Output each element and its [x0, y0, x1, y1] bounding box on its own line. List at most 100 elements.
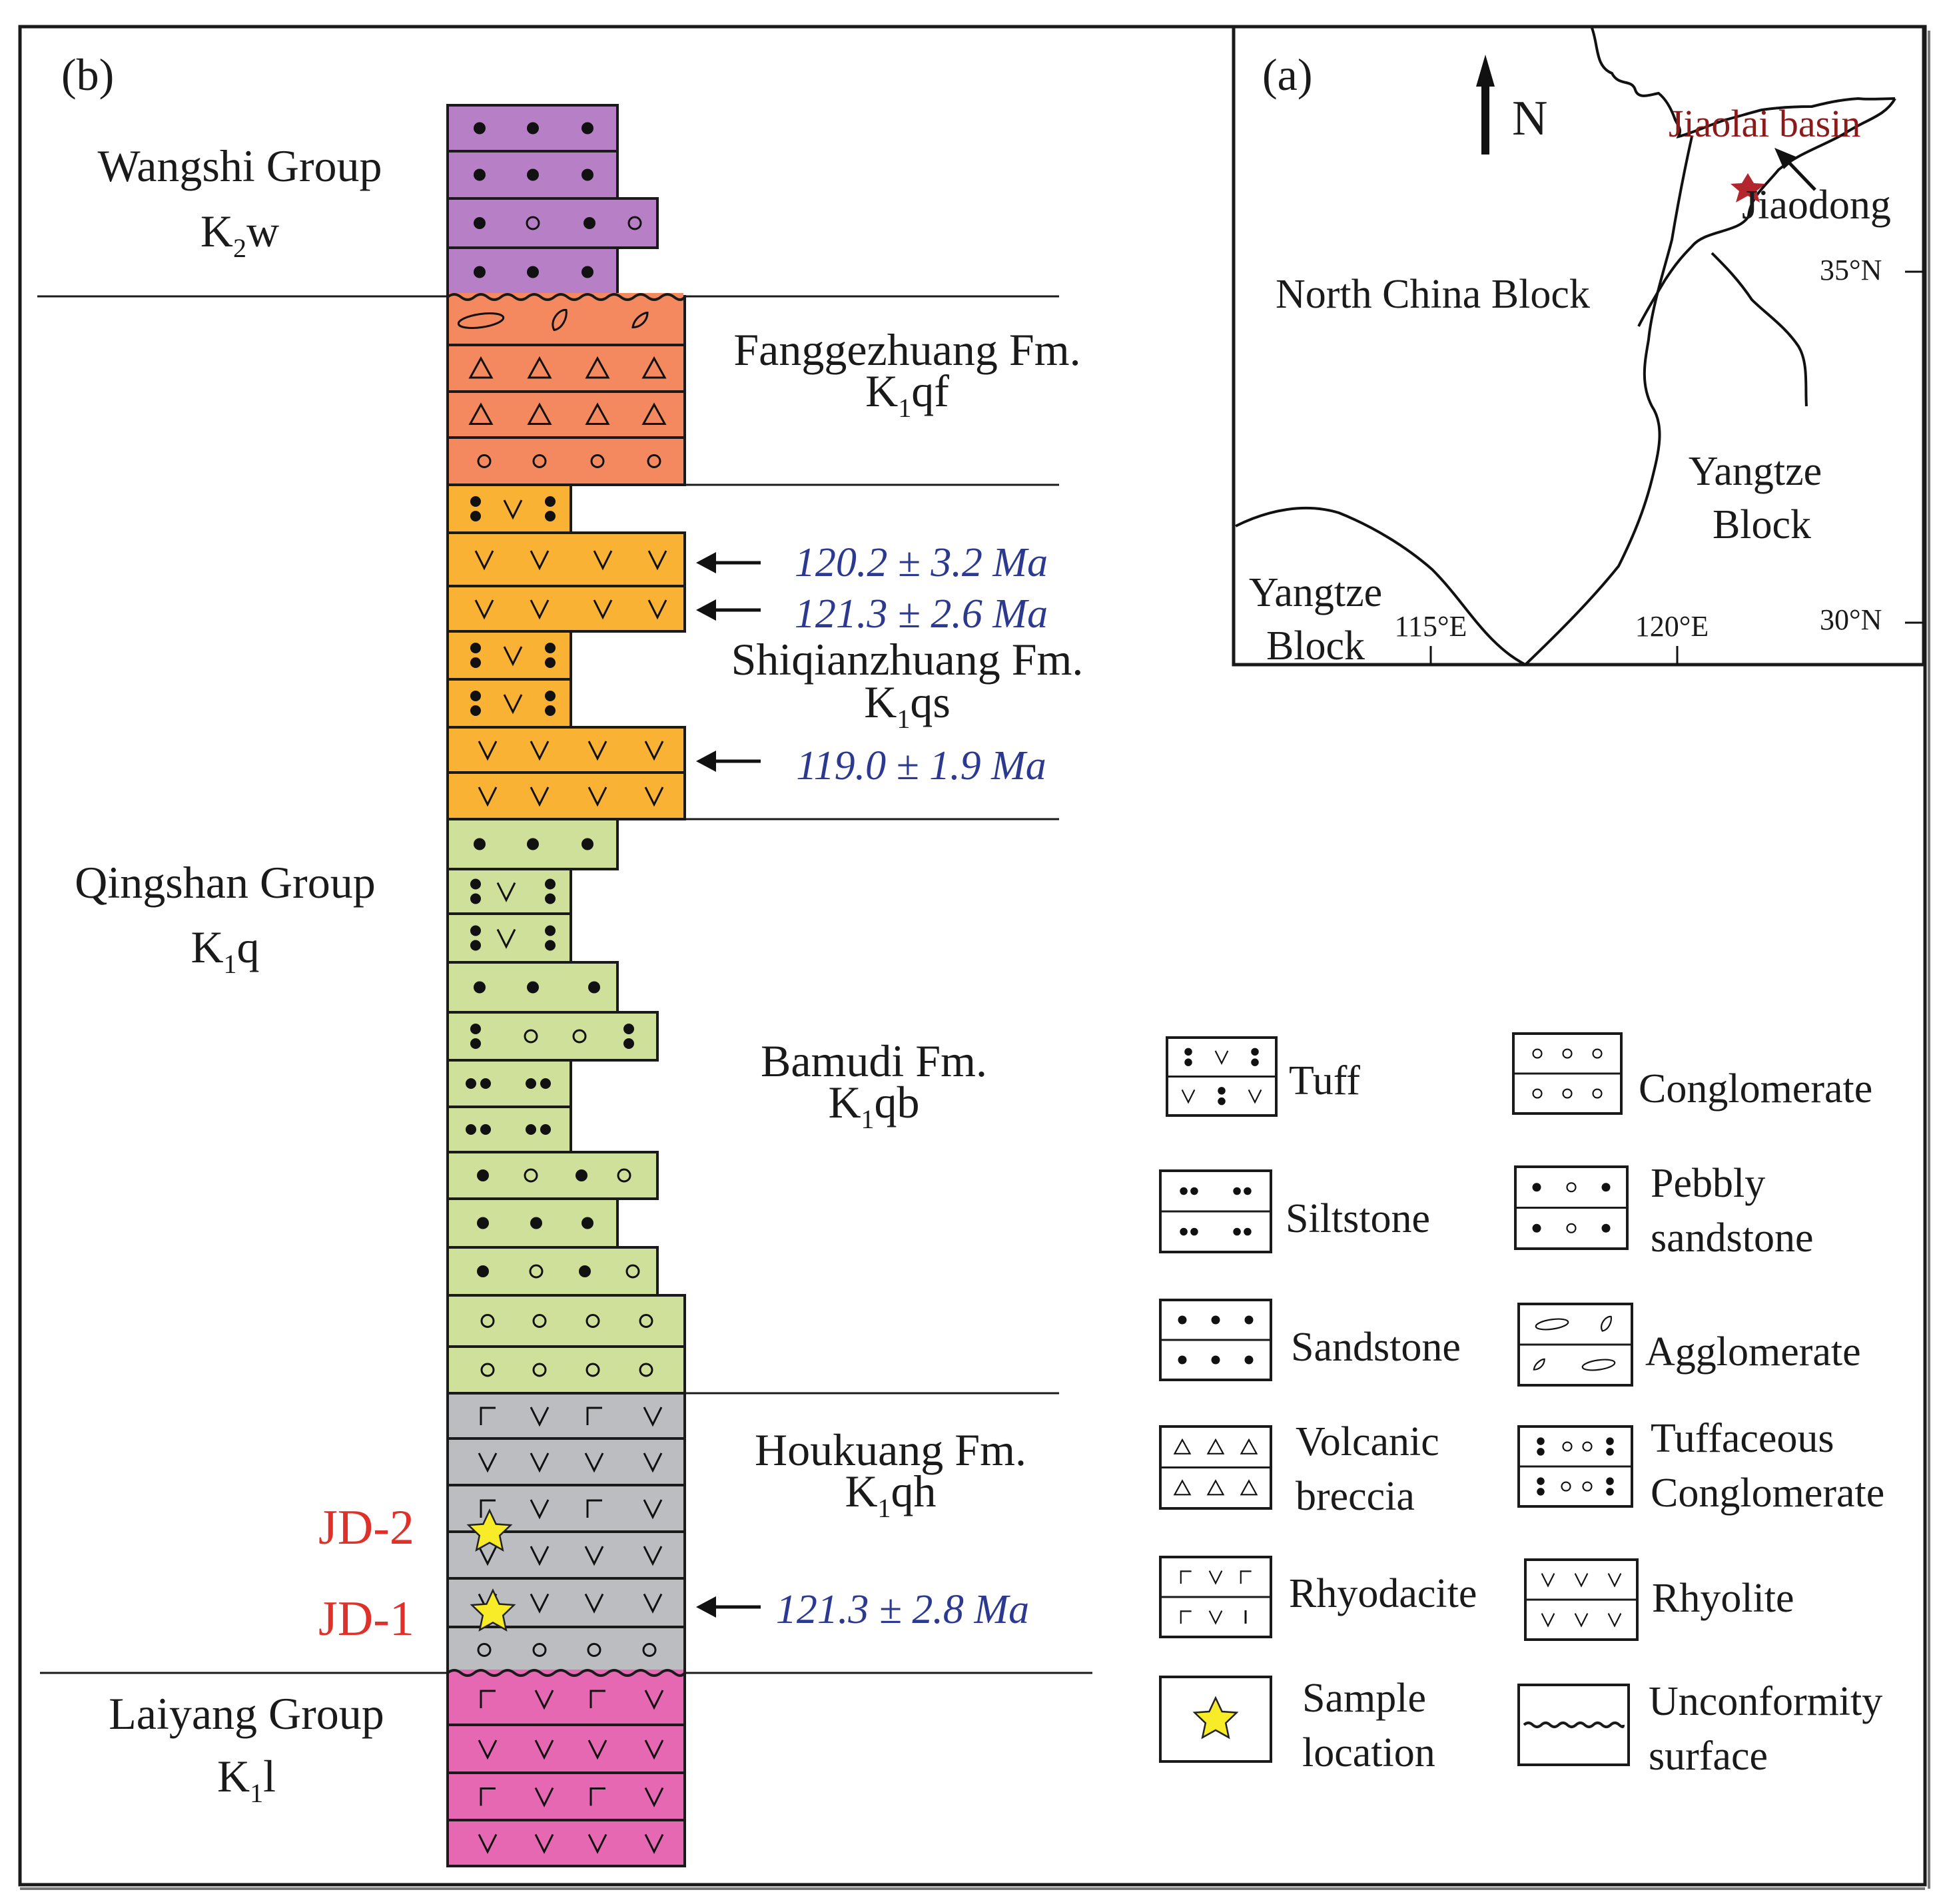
group-name-wangshi: Wangshi Group — [97, 141, 382, 191]
jiaodong-coast-south — [1637, 215, 1750, 327]
legend-label2-star: location — [1302, 1730, 1435, 1775]
layer-shiqianzhuang — [446, 483, 572, 534]
legend-item-star: Sample location — [1159, 1676, 1435, 1775]
age-arrow-3 — [696, 751, 761, 772]
age-label-3: 119.0 ± 1.9 Ma — [796, 743, 1046, 789]
north-label: N — [1512, 91, 1547, 146]
yangtze-block-west-label-1: Yangtze — [1249, 570, 1382, 615]
legend-label2-unconformity: surface — [1649, 1734, 1768, 1779]
panel-label-a: (a) — [1262, 49, 1312, 100]
tanlu-fault — [1711, 252, 1808, 407]
dabie-sulu-boundary — [1524, 136, 1693, 666]
group-code-wangshi: K2w — [200, 206, 279, 263]
panel-label-b: (b) — [61, 49, 114, 100]
unconformity-surface-upper — [446, 293, 686, 301]
legend-label-breccia: Volcanic — [1296, 1419, 1439, 1464]
layer-houkuang — [446, 1392, 686, 1440]
formation-name-shiqianzhuang: Shiqianzhuang Fm. — [731, 634, 1084, 685]
formation-name-houkuang: Houkuang Fm. — [755, 1425, 1026, 1475]
layer-bamudi — [446, 1106, 572, 1153]
sample-label-jd2: JD-2 — [318, 1500, 414, 1555]
legend-item-conglomerate: Conglomerate — [1512, 1032, 1872, 1115]
legend-label2-tuffcong: Conglomerate — [1651, 1470, 1884, 1516]
lat-label-35: 35°N — [1820, 254, 1882, 286]
age-arrow-1 — [696, 552, 761, 573]
layer-laiyang — [446, 1672, 686, 1726]
layer-laiyang — [446, 1819, 686, 1867]
formation-code-shiqianzhuang: K1qs — [864, 677, 951, 734]
legend-item-rhyodacite: Rhyodacite — [1159, 1556, 1477, 1638]
layer-wangshi — [446, 150, 619, 200]
layer-laiyang — [446, 1724, 686, 1774]
layer-bamudi — [446, 912, 572, 964]
legend-item-agglomerate: Agglomerate — [1517, 1303, 1861, 1387]
legend-label-tuff: Tuff — [1289, 1058, 1360, 1104]
layer-bamudi — [446, 1197, 619, 1249]
layer-shiqianzhuang — [446, 531, 686, 587]
layer-bamudi — [446, 1059, 572, 1108]
legend-wavy-line-icon — [1523, 1722, 1625, 1728]
north-arrow-icon — [1476, 55, 1495, 155]
layer-shiqianzhuang — [446, 726, 686, 774]
basin-label: Jiaolai basin — [1669, 102, 1860, 145]
legend-label-pebbly: Pebbly — [1651, 1161, 1765, 1206]
lon-label-115: 115°E — [1395, 610, 1467, 643]
legend-item-sandstone: Sandstone — [1159, 1299, 1461, 1381]
legend-label2-breccia: breccia — [1296, 1474, 1415, 1519]
age-label-1: 120.2 ± 3.2 Ma — [795, 540, 1048, 585]
layer-bamudi — [446, 1151, 659, 1200]
layer-bamudi — [446, 868, 572, 915]
legend-label-conglomerate: Conglomerate — [1639, 1066, 1872, 1111]
formation-code-bamudi: K1qb — [828, 1077, 919, 1134]
location-map: (a) N 115°E 120°E 35°N 30°N Jiaolai basi… — [1232, 25, 1926, 669]
age-label-2: 121.3 ± 2.6 Ma — [795, 591, 1048, 637]
formation-name-fanggezhuang: Fanggezhuang Fm. — [733, 324, 1080, 375]
stratigraphic-column — [37, 104, 1092, 1867]
legend-item-rhyolite: Rhyolite — [1524, 1558, 1794, 1641]
legend-label-sandstone: Sandstone — [1291, 1325, 1461, 1370]
group-code-laiyang: K1l — [217, 1751, 276, 1808]
age-label-4: 121.3 ± 2.8 Ma — [776, 1587, 1029, 1632]
jiaodong-coast-east — [1747, 97, 1896, 217]
layer-fanggezhuang — [446, 344, 686, 393]
yangtze-boundary-west — [1235, 506, 1526, 666]
yangtze-block-east-label-2: Block — [1713, 502, 1811, 547]
basin-star-icon — [1731, 173, 1765, 202]
group-code-qingshan: K1q — [191, 922, 259, 979]
layer-shiqianzhuang — [446, 585, 686, 633]
layer-bamudi — [446, 1294, 686, 1348]
legend-label2-pebbly: sandstone — [1651, 1215, 1814, 1261]
legend-label-tuffcong: Tuffaceous — [1651, 1416, 1834, 1461]
legend-label-star: Sample — [1302, 1676, 1426, 1721]
layer-fanggezhuang — [446, 295, 686, 346]
legend-item-breccia: Volcanic breccia — [1159, 1419, 1439, 1519]
formation-name-bamudi: Bamudi Fm. — [761, 1036, 987, 1086]
unconformity-surface-lower — [446, 1669, 686, 1677]
legend-item-siltstone: Siltstone — [1159, 1169, 1430, 1253]
lat-label-30: 30°N — [1820, 603, 1882, 636]
legend-item-unconformity: Unconformity surface — [1517, 1679, 1882, 1779]
age-arrow-2 — [696, 599, 761, 621]
legend-label-unconformity: Unconformity — [1649, 1679, 1882, 1724]
layer-fanggezhuang — [446, 390, 686, 439]
layer-shiqianzhuang — [446, 630, 572, 681]
legend-item-tuff: Tuff — [1166, 1036, 1360, 1117]
legend-label-agglomerate: Agglomerate — [1645, 1329, 1861, 1375]
jiaodong-label: Jiaodong — [1742, 182, 1891, 228]
jiaodong-arrow-icon — [1774, 148, 1816, 191]
age-arrow-4 — [696, 1596, 761, 1618]
group-name-qingshan: Qingshan Group — [75, 857, 375, 908]
yangtze-block-east-label-1: Yangtze — [1689, 449, 1822, 494]
layer-fanggezhuang — [446, 436, 686, 486]
formation-code-fanggezhuang: K1qf — [865, 366, 949, 423]
layer-wangshi — [446, 246, 619, 298]
layer-bamudi — [446, 1345, 686, 1395]
sample-label-jd1: JD-1 — [318, 1592, 414, 1646]
layer-bamudi — [446, 818, 619, 870]
legend-label-rhyolite: Rhyolite — [1652, 1576, 1794, 1621]
legend-label-siltstone: Siltstone — [1286, 1196, 1430, 1241]
layer-bamudi — [446, 961, 619, 1014]
legend-label-rhyodacite: Rhyodacite — [1289, 1571, 1477, 1616]
